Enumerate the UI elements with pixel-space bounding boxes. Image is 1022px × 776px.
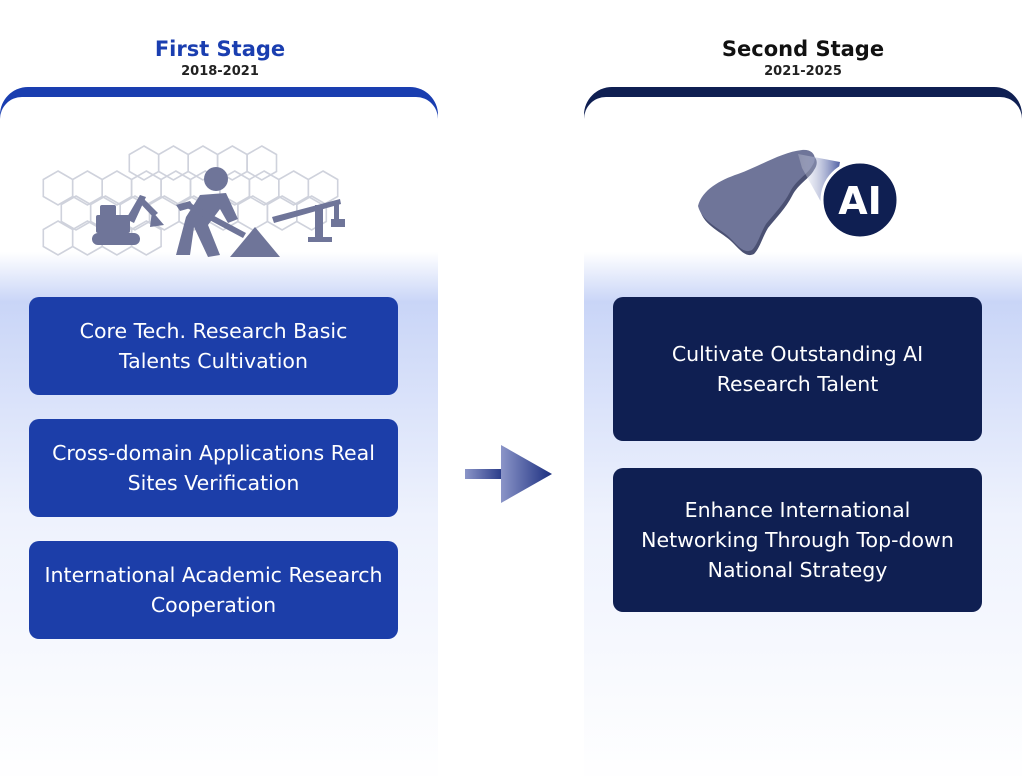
- hexagon-cell: [237, 195, 269, 231]
- stage2-header: Second Stage 2021-2025: [583, 36, 1022, 81]
- stage1-title: First Stage: [154, 37, 286, 61]
- hexagon-cell: [42, 220, 74, 256]
- stage2-title: Second Stage: [721, 37, 885, 61]
- stage1-header: First Stage 2018-2021: [0, 36, 440, 81]
- stage2-years: 2021-2025: [764, 64, 842, 79]
- ai-badge: [820, 160, 900, 240]
- excavator-icon: [92, 195, 164, 245]
- arrow-right-icon: [465, 445, 552, 503]
- stage1-item-international-cooperation: International Academic Research Cooperat…: [29, 541, 398, 639]
- crane-icon: [272, 199, 345, 242]
- ai-badge-label: AI: [838, 179, 882, 223]
- taiwan-map-ai-icon: AI: [698, 149, 900, 256]
- hexagon-cell: [130, 220, 162, 256]
- stage2-item-international-networking: Enhance International Networking Through…: [613, 468, 982, 612]
- hexagon-cell: [307, 170, 339, 206]
- stage1-years: 2018-2021: [181, 64, 259, 79]
- worker-icon: [176, 167, 280, 257]
- stage1-item-cross-domain: Cross-domain Applications Real Sites Ver…: [29, 419, 398, 517]
- construction-worker-icon: [42, 145, 345, 257]
- taiwan-map: [698, 149, 815, 252]
- stage1-item-core-tech: Core Tech. Research Basic Talents Cultiv…: [29, 297, 398, 395]
- stage2-item-ai-talent: Cultivate Outstanding AI Research Talent: [613, 297, 982, 441]
- hexagon-cell: [246, 145, 278, 181]
